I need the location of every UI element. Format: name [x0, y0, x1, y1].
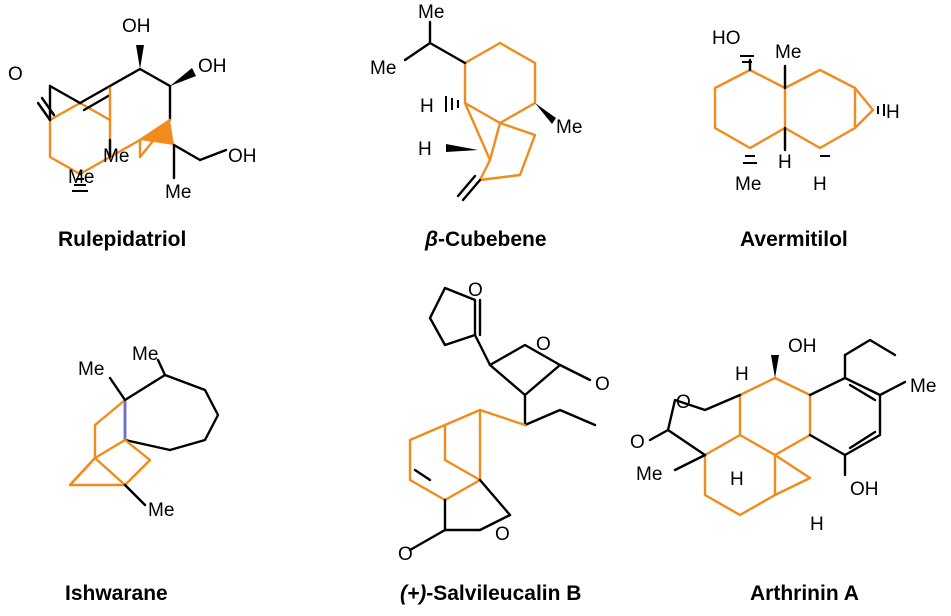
art-h-low: H: [810, 514, 824, 535]
art-oh-ar: OH: [850, 479, 879, 500]
ish-me2: Me: [132, 344, 158, 365]
ish-me3: Me: [148, 500, 174, 521]
rul-oh-top: OH: [122, 16, 151, 37]
rulepidatriol-name: Rulepidatriol: [58, 228, 186, 251]
structure-beta-cubebene: Me Me H H Me: [370, 2, 582, 202]
art-h-mid: H: [730, 469, 744, 490]
ave-h-cp: H: [886, 102, 900, 123]
ave-h-mid: H: [778, 152, 792, 173]
cub-h1: H: [420, 96, 434, 117]
rul-me-cp: Me: [165, 182, 191, 203]
rul-oh-right: OH: [198, 56, 227, 77]
ish-me1: Me: [78, 359, 104, 380]
art-h-top: H: [735, 364, 749, 385]
cub-me-top: Me: [418, 2, 444, 23]
beta-cubebene-name: β-Cubebene: [424, 228, 547, 251]
ave-me-low: Me: [735, 174, 761, 195]
ave-ho: HO: [712, 28, 741, 49]
art-o-ring: O: [676, 392, 691, 413]
sal-o-lactone1: O: [536, 334, 551, 355]
structure-ishwarane: Me Me Me: [68, 344, 220, 521]
sal-o-furan: O: [468, 280, 483, 301]
structure-rulepidatriol: OH OH O Me Me OH Me: [8, 16, 257, 203]
rul-oxo: O: [8, 64, 23, 85]
rul-me-low: Me: [68, 167, 94, 188]
art-me-q: Me: [636, 464, 662, 485]
structure-avermitilol: HO Me H H H Me: [712, 28, 900, 195]
rul-me-quat: Me: [103, 146, 129, 167]
ave-h-low: H: [813, 174, 827, 195]
sal-o-carbonyl2: O: [398, 544, 413, 565]
ishwarane-name: Ishwarane: [65, 582, 168, 605]
sal-o-lactone2: O: [495, 524, 510, 545]
art-o-carbonyl: O: [630, 432, 645, 453]
salvileucalin-name: (+)-Salvileucalin B: [400, 582, 581, 605]
cub-me-ring: Me: [556, 117, 582, 138]
sal-o-carbonyl1: O: [595, 374, 610, 395]
ave-me: Me: [775, 42, 801, 63]
art-me-ar: Me: [910, 376, 936, 397]
art-oh-top: OH: [788, 336, 817, 357]
structure-arthrinin-a: OH H O O Me Me H OH H: [630, 336, 936, 535]
cub-h2: H: [418, 139, 432, 160]
avermitilol-name: Avermitilol: [740, 228, 848, 251]
arthrinin-a-name: Arthrinin A: [750, 582, 859, 605]
structure-salvileucalin-b: O O O O O: [398, 280, 610, 565]
cub-me-iso: Me: [370, 58, 396, 79]
rul-oh-ch2: OH: [228, 146, 257, 167]
